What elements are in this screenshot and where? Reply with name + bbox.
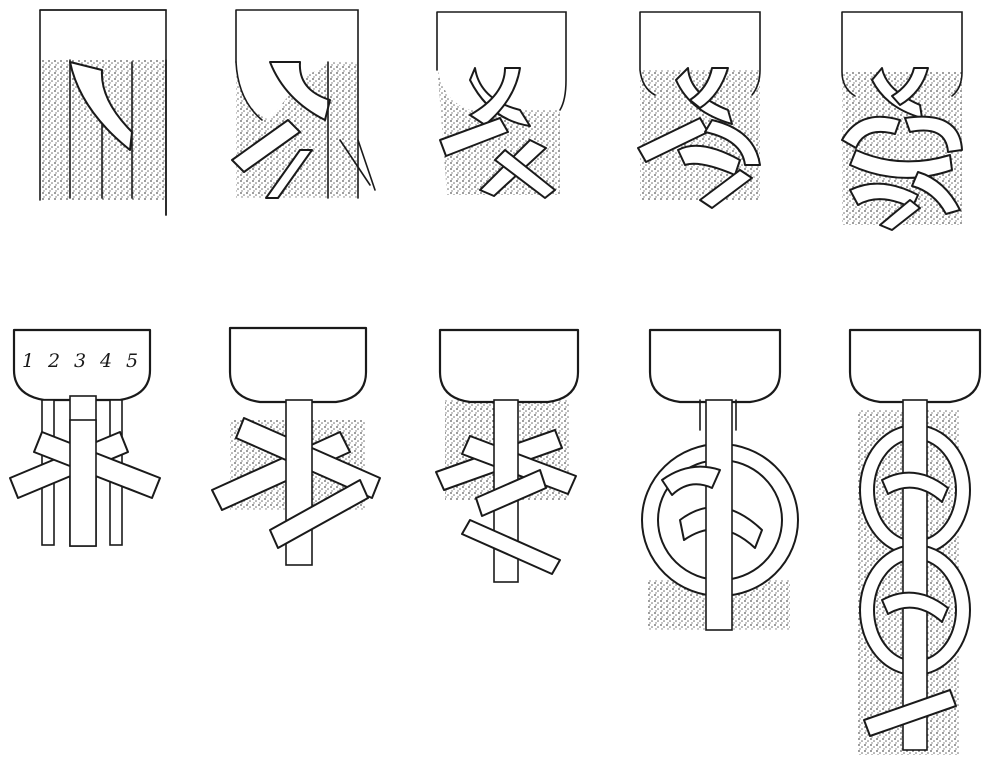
row1-step4-panel [638,12,760,208]
row2-step2-panel [212,328,380,565]
strand-number-5: 5 [126,350,138,372]
strand-number-2: 2 [47,350,60,372]
strand-number-4: 4 [99,350,112,372]
row2-step5-panel [850,330,980,755]
row1-step2-panel [232,10,375,198]
row1-step3-panel [437,12,566,198]
row1-step1-panel [40,10,166,215]
strand-number-1: 1 [22,350,34,372]
row2-step4-panel [648,330,790,630]
strand-number-3: 3 [74,350,86,372]
row2-step3-panel [436,330,578,582]
row2-step1-panel: 1 2 3 4 5 [10,330,160,546]
row1-step5-panel [842,12,962,230]
